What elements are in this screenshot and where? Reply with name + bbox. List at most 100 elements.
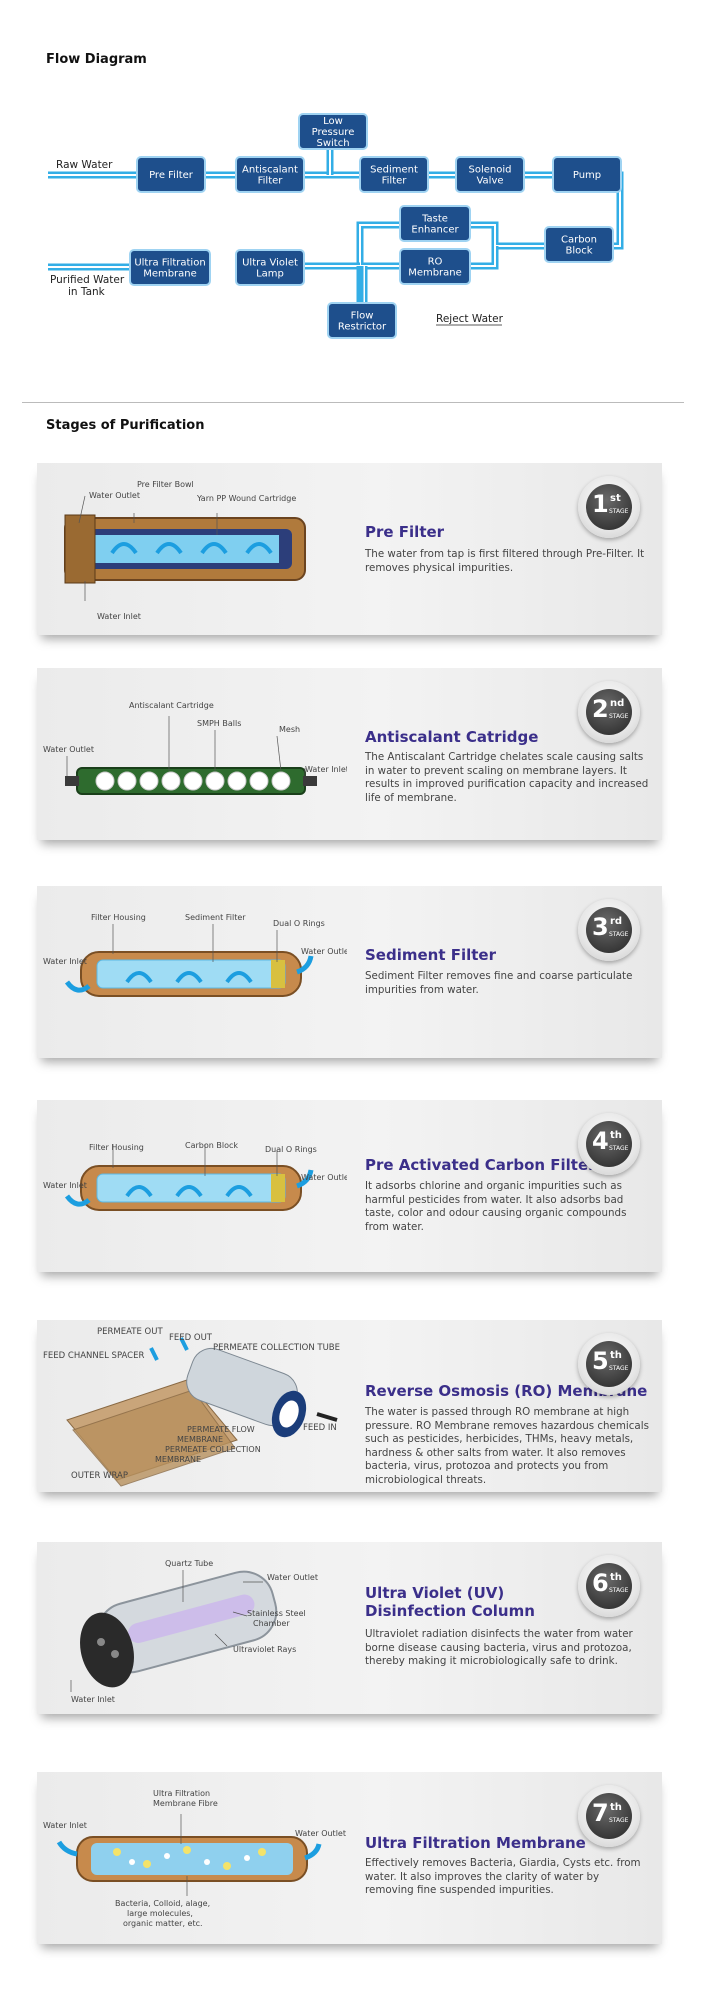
flow-labels: Raw Water Purified Water in Tank Reject … bbox=[50, 159, 504, 326]
stage-title: Pre Filter bbox=[365, 523, 445, 541]
flow-box-rect bbox=[399, 205, 471, 242]
flow-box-label: Flow bbox=[351, 311, 374, 322]
flow-diagram: Raw Water Purified Water in Tank Reject … bbox=[48, 113, 624, 339]
stage-suffix: st bbox=[610, 493, 621, 504]
stage-number: 7 bbox=[592, 1799, 609, 1827]
stage-card-6: Quartz Tube Water Outlet Stainless Steel… bbox=[37, 1542, 662, 1714]
label-water-outlet: Water Outlet bbox=[301, 1173, 347, 1182]
section-divider bbox=[22, 402, 684, 403]
flow-box-label: Enhancer bbox=[411, 225, 459, 236]
raw-water-label: Raw Water bbox=[56, 159, 113, 171]
stage-number: 2 bbox=[592, 695, 609, 723]
stage-number: 1 bbox=[592, 490, 609, 518]
stage-description: The water from tap is first filtered thr… bbox=[365, 548, 645, 574]
label-antiscalant-cartridge: Antiscalant Cartridge bbox=[129, 701, 214, 710]
flow-box-label: Block bbox=[565, 246, 592, 257]
stage-description: Sediment Filter removes fine and coarse … bbox=[365, 970, 633, 996]
stage-card-7: Ultra Filtration Membrane Fibre Water In… bbox=[37, 1772, 662, 1944]
label-water-inlet: Water Inlet bbox=[71, 1695, 115, 1704]
flow-box-label: Sediment bbox=[370, 165, 418, 176]
flow-box-label: Filter bbox=[382, 176, 408, 187]
stage-title-line-1: Ultra Violet (UV) bbox=[365, 1584, 505, 1602]
purified-water-label: Purified Water bbox=[50, 274, 125, 286]
label-organic-matter: organic matter, etc. bbox=[123, 1919, 203, 1928]
stage-card-2: Antiscalant Cartridge SMPH Balls Mesh Wa… bbox=[37, 668, 662, 840]
flow-box-rect bbox=[399, 248, 471, 285]
ro-membrane-illustration: PERMEATE OUT FEED OUT PERMEATE COLLECTIO… bbox=[43, 1327, 340, 1487]
stage-word: STAGE bbox=[609, 508, 629, 515]
uf-membrane-illustration: Ultra Filtration Membrane Fibre Water In… bbox=[43, 1789, 346, 1928]
flow-box-label: Membrane bbox=[408, 268, 462, 279]
label-quartz-tube: Quartz Tube bbox=[165, 1559, 213, 1568]
label-permeate-collection: PERMEATE COLLECTION bbox=[165, 1445, 261, 1454]
stage-title-line-2: Disinfection Column bbox=[365, 1602, 535, 1620]
label-water-outlet: Water Outlet bbox=[295, 1829, 346, 1838]
label-uf-membrane-fibre-2: Membrane Fibre bbox=[153, 1799, 218, 1808]
stage-suffix: th bbox=[610, 1350, 622, 1361]
stage-card-1: Pre Filter Bowl Yarn PP Wound Cartridge … bbox=[37, 463, 662, 635]
stage-word: STAGE bbox=[609, 1587, 629, 1594]
stage-description: The Antiscalant Cartridge chelates scale… bbox=[365, 751, 649, 804]
flow-box-rect bbox=[455, 156, 525, 193]
label-ultraviolet-rays: Ultraviolet Rays bbox=[233, 1645, 296, 1654]
stage-suffix: th bbox=[610, 1130, 622, 1141]
stage-word: STAGE bbox=[609, 1817, 629, 1824]
label-feed-channel-spacer: FEED CHANNEL SPACER bbox=[43, 1351, 144, 1361]
stage-word: STAGE bbox=[609, 931, 629, 938]
label-permeate-flow: PERMEATE FLOW bbox=[187, 1425, 255, 1434]
stage-title: Sediment Filter bbox=[365, 946, 497, 964]
flow-box-label: Ultra Filtration bbox=[134, 258, 205, 269]
stage-description: It adsorbs chlorine and organic impuriti… bbox=[365, 1180, 627, 1233]
flow-diagram-heading: Flow Diagram bbox=[46, 52, 147, 67]
label-water-inlet: Water Inlet bbox=[43, 1181, 87, 1190]
label-yarn-cartridge: Yarn PP Wound Cartridge bbox=[196, 494, 296, 503]
label-filter-housing: Filter Housing bbox=[89, 1143, 144, 1152]
label-feed-out: FEED OUT bbox=[169, 1333, 213, 1343]
label-water-inlet: Water Inlet bbox=[305, 765, 347, 774]
stage-suffix: th bbox=[610, 1572, 622, 1583]
stage-suffix: rd bbox=[610, 916, 623, 927]
flow-box-label: Filter bbox=[258, 176, 284, 187]
stage-suffix: nd bbox=[610, 698, 625, 709]
flow-box-label: Pressure bbox=[312, 127, 355, 138]
stages-heading: Stages of Purification bbox=[46, 418, 205, 433]
stage-description: The water is passed through RO membrane … bbox=[365, 1406, 649, 1486]
label-smph-balls: SMPH Balls bbox=[197, 719, 241, 728]
label-feed-in: FEED IN bbox=[303, 1423, 337, 1433]
stage-card-4: Filter Housing Carbon Block Dual O Rings… bbox=[37, 1100, 662, 1272]
stage-description: Ultraviolet radiation disinfects the wat… bbox=[365, 1628, 633, 1667]
label-sediment-filter: Sediment Filter bbox=[185, 913, 246, 922]
flow-box-rect bbox=[136, 156, 206, 193]
stage-word: STAGE bbox=[609, 1365, 629, 1372]
pre-filter-illustration: Pre Filter Bowl Yarn PP Wound Cartridge … bbox=[64, 480, 306, 621]
stage-number: 4 bbox=[592, 1127, 609, 1155]
uv-column-illustration: Quartz Tube Water Outlet Stainless Steel… bbox=[70, 1559, 318, 1704]
flow-box-rect bbox=[544, 226, 614, 263]
flow-box-rect bbox=[552, 156, 622, 193]
stage-word: STAGE bbox=[609, 1145, 629, 1152]
stage-title: Ultra Filtration Membrane bbox=[365, 1834, 586, 1852]
label-dual-o-rings: Dual O Rings bbox=[265, 1145, 317, 1154]
label-water-inlet: Water Inlet bbox=[43, 957, 87, 966]
stage-card-3: Filter Housing Sediment Filter Dual O Ri… bbox=[37, 886, 662, 1058]
label-water-inlet: Water Inlet bbox=[43, 1821, 87, 1830]
purified-water-label-2: in Tank bbox=[68, 286, 106, 298]
label-water-outlet: Water Outlet bbox=[301, 947, 347, 956]
label-permeate-out: PERMEATE OUT bbox=[97, 1327, 163, 1337]
label-water-outlet: Water Outlet bbox=[89, 491, 140, 500]
stage-title: Reverse Osmosis (RO) Membrane bbox=[365, 1382, 648, 1400]
stage-number: 5 bbox=[592, 1347, 609, 1375]
flow-box-label: Low bbox=[323, 116, 343, 127]
